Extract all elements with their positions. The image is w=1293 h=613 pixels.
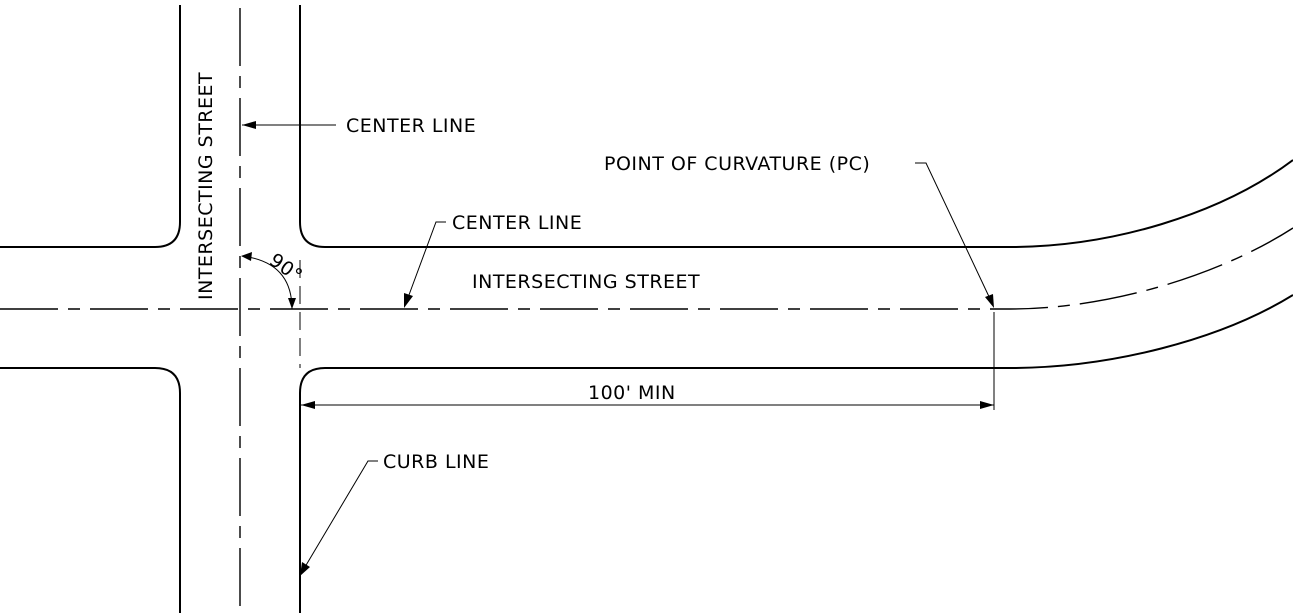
leader-center-line-mid-arrow (404, 293, 413, 308)
leader-center-line-top-arrow (242, 121, 256, 129)
leader-curb-line (301, 460, 378, 573)
angle-arrowhead-left (241, 252, 252, 261)
curb-line-label: CURB LINE (383, 451, 489, 473)
dimension-arrow-left (301, 401, 315, 409)
curb-upper-left (0, 5, 181, 248)
center-line-top-label: CENTER LINE (346, 115, 476, 137)
leader-curb-line-arrow (300, 562, 310, 576)
angle-label: 90° (265, 249, 306, 287)
angle-arrowhead-bottom (288, 298, 296, 309)
point-of-curvature-label: POINT OF CURVATURE (PC) (604, 153, 870, 175)
curb-lower-left (0, 367, 181, 613)
leader-center-line-mid (405, 221, 446, 304)
leader-point-of-curvature (915, 162, 993, 304)
center-line-mid-label: CENTER LINE (452, 212, 582, 234)
dimension-label: 100' MIN (588, 382, 676, 404)
curb-upper-right (299, 5, 1293, 248)
center-line-horizontal (0, 227, 1293, 310)
horizontal-street-label: INTERSECTING STREET (472, 271, 700, 293)
curb-lower-right (299, 294, 1293, 613)
vertical-street-label: INTERSECTING STREET (195, 72, 217, 300)
dimension-arrow-right (980, 401, 994, 409)
leader-pc-arrow (985, 294, 994, 308)
